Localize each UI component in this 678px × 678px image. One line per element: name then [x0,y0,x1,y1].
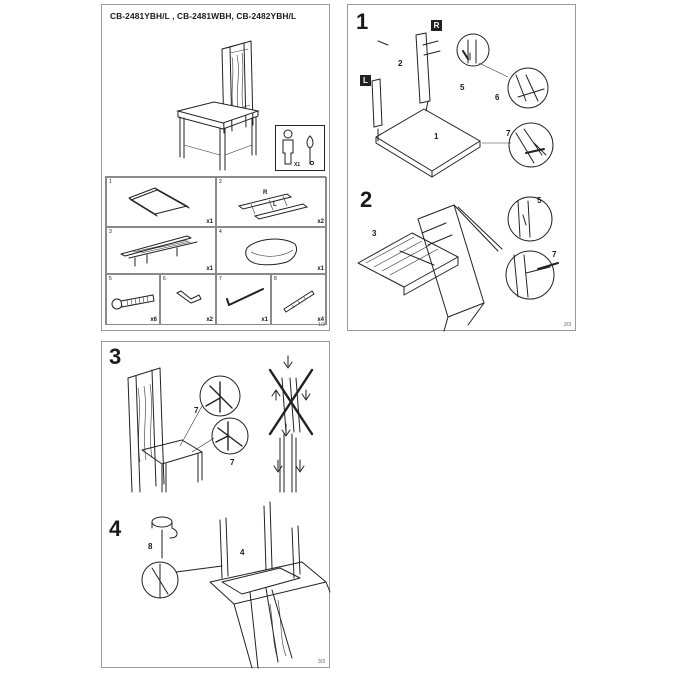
bolt-icon [111,294,155,310]
step-2-number: 2 [360,187,373,212]
instruction-page-2: 1 R L [347,4,576,332]
part-id: 1 [109,179,112,185]
callout-part-4: 4 [240,548,245,557]
callout-part-3: 3 [372,229,377,238]
step-3-4-illustration [127,355,331,669]
step-3-number: 3 [109,344,122,369]
part-qty: x2 [317,219,324,225]
page-number: 2/3 [564,322,571,328]
part-cell-7: 7 x1 [216,274,271,325]
chair-illustration [176,40,260,171]
callout-part-7: 7 [552,250,557,259]
part-qty: x1 [317,266,324,272]
part-id: 5 [109,276,112,282]
part-2-label-left: L [273,202,277,208]
page-title: CB-2481YBH/L , CB-2481WBH, CB-2482YBH/L [110,11,297,21]
callout-part-7: 7 [230,458,235,467]
instruction-page-1: CB-2481YBH/L , CB-2481WBH, CB-2482YBH/L … [101,4,330,331]
part-id: 7 [219,276,222,282]
callout-part-7: 7 [194,406,199,415]
part-id: 8 [274,276,277,282]
part-id: 6 [163,276,166,282]
part-2-label-right: R [263,190,268,196]
callout-part-5: 5 [537,196,542,205]
screw-icon [283,290,315,313]
part-id: 3 [109,229,112,235]
instruction-page-3: 3 [101,341,331,669]
callout-part-8: 8 [148,542,153,551]
parts-list: 1 x1 2 R L x2 3 [105,176,327,325]
step-1-number: 1 [356,9,369,34]
callout-part-7: 7 [506,129,511,138]
callout-part-2: 2 [398,59,403,68]
part-cell-5: 5 x6 [106,274,160,325]
part-cell-6: 6 x2 [160,274,216,325]
badge-right: R [431,20,442,31]
part-qty: x1 [206,219,213,225]
part-1-icon [128,187,190,217]
part-cell-1: 1 x1 [106,177,216,227]
allen-key-icon [226,288,264,306]
part-3-icon [120,235,198,267]
tools-box: X1 [275,125,325,171]
callout-part-5: 5 [460,83,465,92]
part-qty: x1 [206,266,213,272]
part-cell-2: 2 R L x2 [216,177,327,227]
bracket-icon [176,290,202,304]
part-qty: x2 [206,317,213,323]
part-cell-4: 4 x1 [216,227,327,274]
part-2-icon [237,193,309,220]
part-cell-8: 8 x4 [271,274,327,325]
badge-left: L [360,75,371,86]
page-number: 3/3 [318,659,325,665]
callout-part-1: 1 [434,132,439,141]
part-cell-3: 3 x1 [106,227,216,274]
person-qty: X1 [294,162,301,168]
step-1-2-illustration [357,32,559,332]
part-id: 2 [219,179,222,185]
part-qty: x1 [261,317,268,323]
callout-part-6: 6 [495,93,500,102]
page-number: 1/3 [318,322,325,328]
part-qty: x4 [317,317,324,323]
part-4-icon [245,238,298,266]
person-icon [282,129,315,166]
part-qty: x6 [150,317,157,323]
step-4-number: 4 [109,516,122,541]
part-id: 4 [219,229,222,235]
